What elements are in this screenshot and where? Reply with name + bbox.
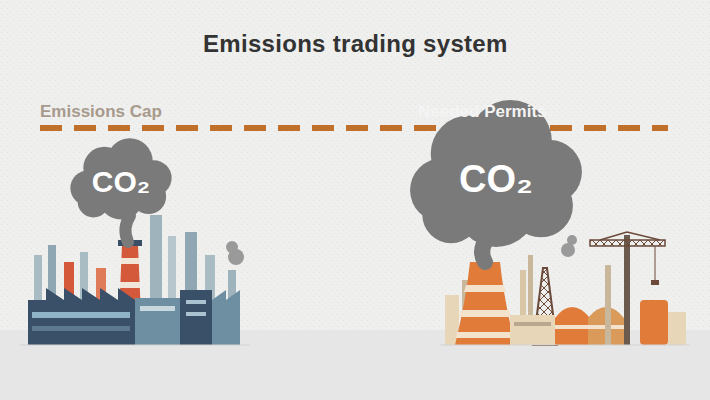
right-factory: [445, 232, 686, 345]
smoke-cloud: CO₂: [66, 136, 176, 220]
line-label: Needed Permits: [418, 102, 547, 122]
co2-label: CO₂: [459, 158, 533, 201]
line-label: Emissions Cap: [40, 102, 162, 122]
title: Emissions trading system: [203, 30, 508, 58]
left-factory: [28, 215, 244, 345]
smoke-stem: [125, 216, 130, 242]
emissions-cap-line: [40, 125, 668, 131]
co2-label: CO₂: [92, 165, 150, 199]
